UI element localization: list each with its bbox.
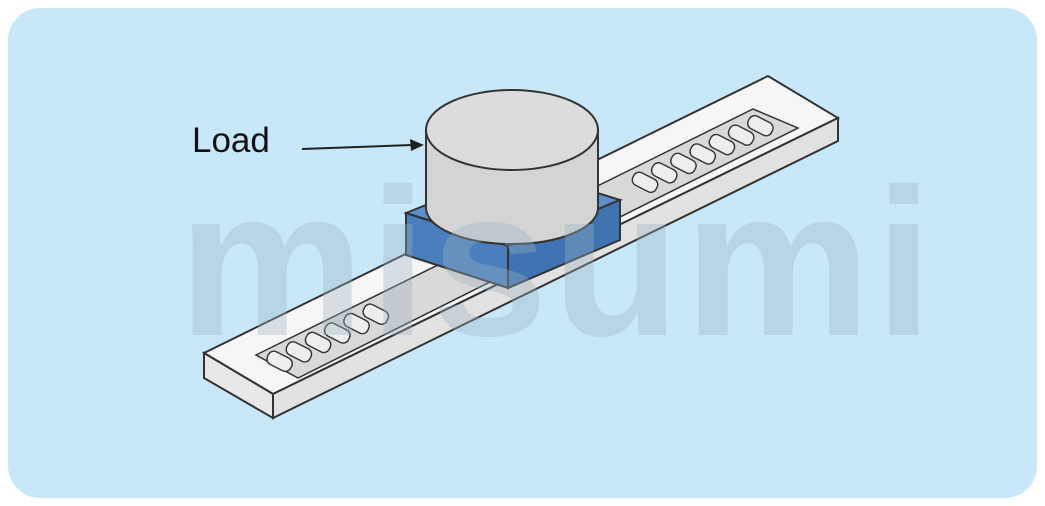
load-cylinder-top (425, 89, 599, 171)
magnet-segments (266, 114, 774, 373)
magnet-segment (650, 162, 678, 184)
magnet-segment (285, 341, 313, 363)
magnet-segment (689, 143, 717, 165)
magnet-segment (304, 331, 332, 354)
magnet-segment (343, 312, 370, 335)
load-cylinder (425, 89, 599, 245)
magnet-segment (708, 133, 736, 156)
magnet-segment (362, 303, 390, 325)
magnet-segment (631, 171, 659, 194)
linear-motor-illustration (201, 74, 841, 420)
magnet-segment (323, 322, 351, 344)
magnet-segment (727, 124, 755, 146)
magnet-segment (670, 152, 697, 175)
load-arrow (301, 139, 424, 151)
load-label: Load (192, 121, 270, 160)
diagram-panel: misumi (8, 8, 1037, 498)
magnet-segment (266, 350, 294, 373)
magnet-segment (746, 114, 774, 137)
